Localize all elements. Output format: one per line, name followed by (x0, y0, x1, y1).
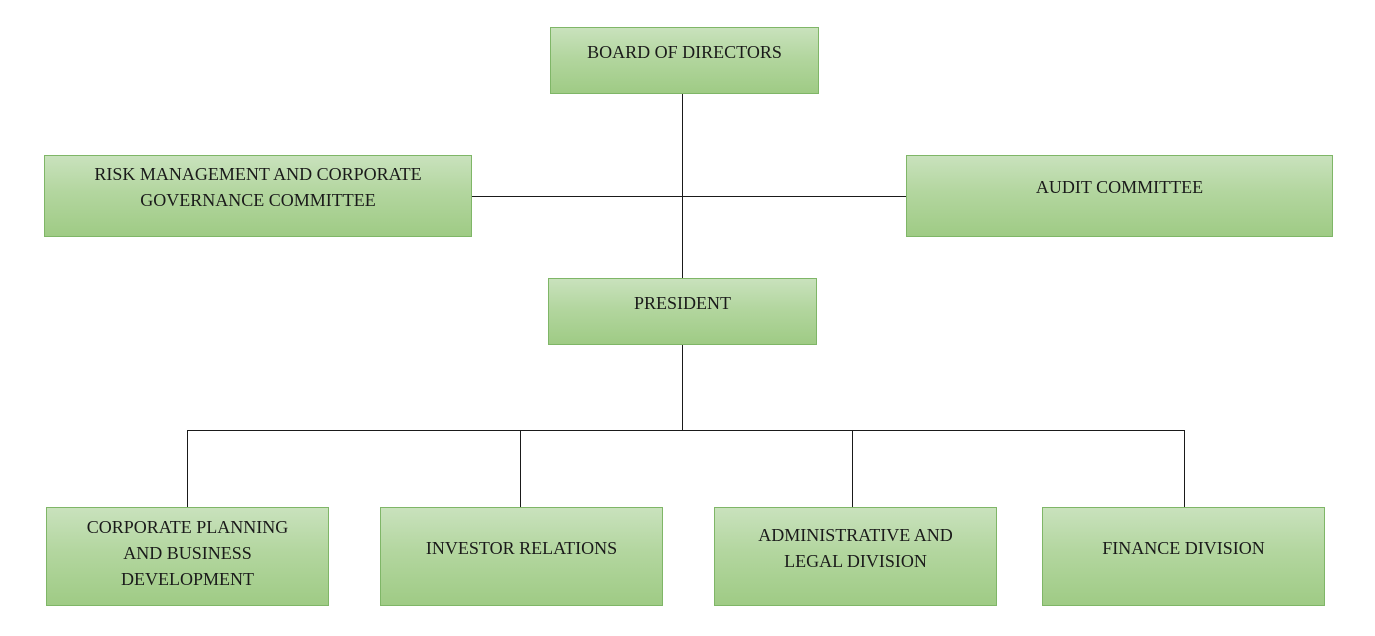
audit-committee-label: AUDIT COMMITTEE (1035, 177, 1204, 197)
connector-board-president (682, 94, 683, 278)
investor-relations-label: INVESTOR RELATIONS (425, 538, 618, 558)
admin-legal-division-label: ADMINISTRATIVE AND LEGAL DIVISION (758, 525, 953, 571)
finance-division-label: FINANCE DIVISION (1102, 538, 1265, 558)
connector-committees (472, 196, 906, 197)
president-box: PRESIDENT (548, 278, 817, 345)
risk-management-committee-box: RISK MANAGEMENT AND CORPORATE GOVERNANCE… (44, 155, 472, 237)
connector-to-investor-relations (520, 430, 521, 507)
audit-committee-box: AUDIT COMMITTEE (906, 155, 1333, 237)
connector-divisions-bus (187, 430, 1185, 431)
board-of-directors-label: BOARD OF DIRECTORS (587, 42, 782, 62)
board-of-directors-box: BOARD OF DIRECTORS (550, 27, 819, 94)
connector-to-corporate-planning (187, 430, 188, 507)
investor-relations-box: INVESTOR RELATIONS (380, 507, 663, 606)
connector-to-admin-legal (852, 430, 853, 507)
connector-to-finance (1184, 430, 1185, 507)
corporate-planning-box: CORPORATE PLANNING AND BUSINESS DEVELOPM… (46, 507, 329, 606)
admin-legal-division-box: ADMINISTRATIVE AND LEGAL DIVISION (714, 507, 997, 606)
corporate-planning-label: CORPORATE PLANNING AND BUSINESS DEVELOPM… (86, 517, 289, 589)
finance-division-box: FINANCE DIVISION (1042, 507, 1325, 606)
connector-president-down (682, 345, 683, 431)
risk-management-committee-label: RISK MANAGEMENT AND CORPORATE GOVERNANCE… (94, 164, 422, 210)
president-label: PRESIDENT (633, 293, 731, 313)
